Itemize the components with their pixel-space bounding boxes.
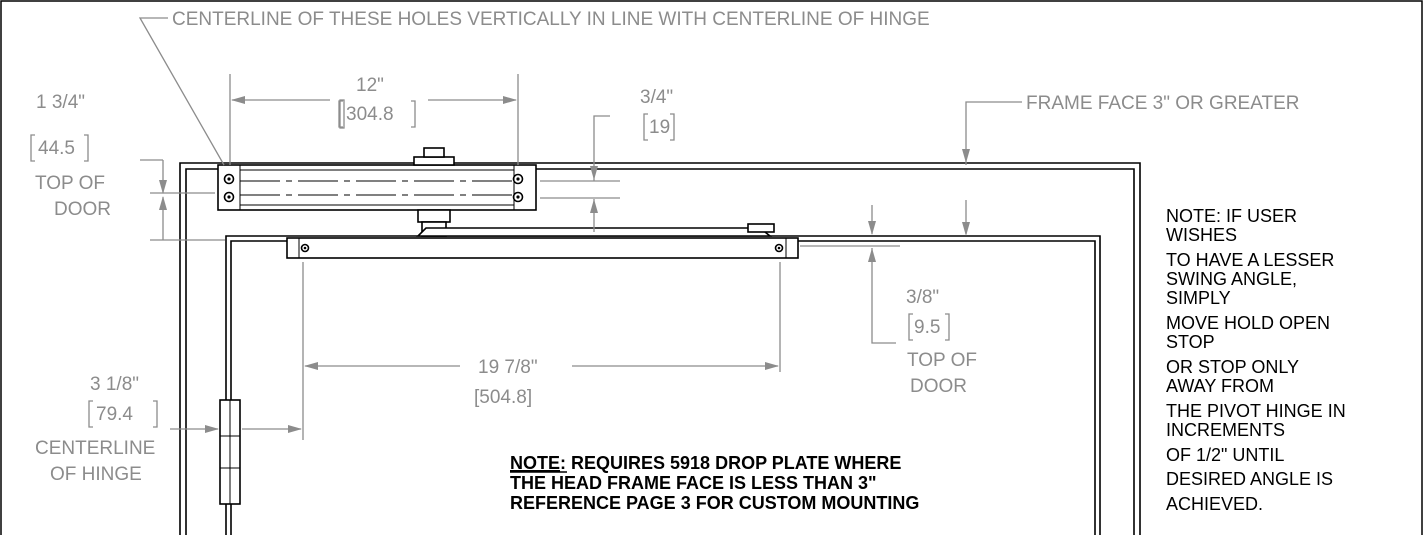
side-note-line: ACHIEVED. [1166,494,1263,514]
track-plate [286,237,799,259]
label-centerline-hinge-1: CENTERLINE [35,438,155,459]
dimension-12in [229,74,519,165]
pivot-hinge [219,399,241,505]
side-note-line: OR STOP ONLY [1166,357,1299,377]
label-dim-3-1-8-in: 3 1/8" [90,374,139,395]
side-note-line: TO HAVE A LESSER [1166,250,1334,270]
dimension-19-7-8in [302,262,781,440]
label-top-of-door-left-2: DOOR [54,199,111,220]
leader-centerline-holes [138,17,225,166]
bracket-12-mm [338,100,416,128]
label-dim-3-1-8-mm: 79.4 [96,404,133,425]
label-dim-1-3-4-mm: 44.5 [38,138,75,159]
dimension-frame-face [962,101,1022,236]
side-note-line: NOTE: IF USER [1166,206,1297,226]
label-centerline-holes: CENTERLINE OF THESE HOLES VERTICALLY IN … [172,9,930,30]
label-top-of-door-left-1: TOP OF [35,173,105,194]
side-note-line: OF 1/2" UNTIL [1166,445,1284,465]
label-dim-12-in: 12" [356,75,384,96]
label-dim-1-3-4-in: 1 3/4" [36,92,85,113]
side-note-line: INCREMENTS [1166,420,1285,440]
label-dim-19-7-8-in: 19 7/8" [478,357,538,378]
label-dim-3-8-mm: 9.5 [914,317,940,338]
bracket-1-3-4-mm [30,134,89,162]
drop-plate-note-line-2: THE HEAD FRAME FACE IS LESS THAN 3" [510,473,877,493]
bracket-3-4-mm [643,113,675,141]
dimension-3-8in [800,205,900,344]
label-dim-3-4-mm: 19 [649,117,670,138]
label-dim-3-8-in: 3/8" [906,287,939,308]
side-note-line: THE PIVOT HINGE IN [1166,401,1346,421]
side-note-line: STOP [1166,332,1215,352]
label-dim-12-mm: 304.8 [346,104,394,125]
door-closer-body [217,147,537,237]
side-note-line: WISHES [1166,225,1237,245]
side-note-line: AWAY FROM [1166,376,1274,396]
label-dim-3-4-in: 3/4" [640,87,673,108]
bracket-3-8-mm [908,313,950,341]
drop-plate-note-line-1: : REQUIRES 5918 DROP PLATE WHERE [560,453,901,473]
side-note-line: SIMPLY [1166,288,1231,308]
side-note-line: MOVE HOLD OPEN [1166,313,1330,333]
closer-arm [416,223,775,237]
label-centerline-hinge-2: OF HINGE [50,464,142,485]
side-note-line: DESIRED ANGLE IS [1166,469,1333,489]
label-top-of-door-right-2: DOOR [910,376,967,397]
dimension-3-4in [540,115,620,232]
label-frame-face: FRAME FACE 3" OR GREATER [1026,93,1300,114]
side-note-line: SWING ANGLE, [1166,269,1297,289]
dimension-1-3-4in [140,159,225,241]
svg-text:NOTE: REQUIRES 5918 DROP PLATE: NOTE: REQUIRES 5918 DROP PLATE WHERE [510,453,901,473]
side-note: NOTE: IF USER WISHES TO HAVE A LESSER SW… [1166,206,1346,514]
label-top-of-door-right-1: TOP OF [907,350,977,371]
dimension-3-1-8in [170,425,302,433]
drop-plate-note: NOTE: REQUIRES 5918 DROP PLATE WHERE THE… [510,453,919,513]
drop-plate-note-lead: NOTE [510,453,560,473]
drop-plate-note-line-3: REFERENCE PAGE 3 FOR CUSTOM MOUNTING [510,493,919,513]
label-dim-19-7-8-mm: [504.8] [474,387,532,408]
bracket-3-1-8-mm [88,400,158,428]
